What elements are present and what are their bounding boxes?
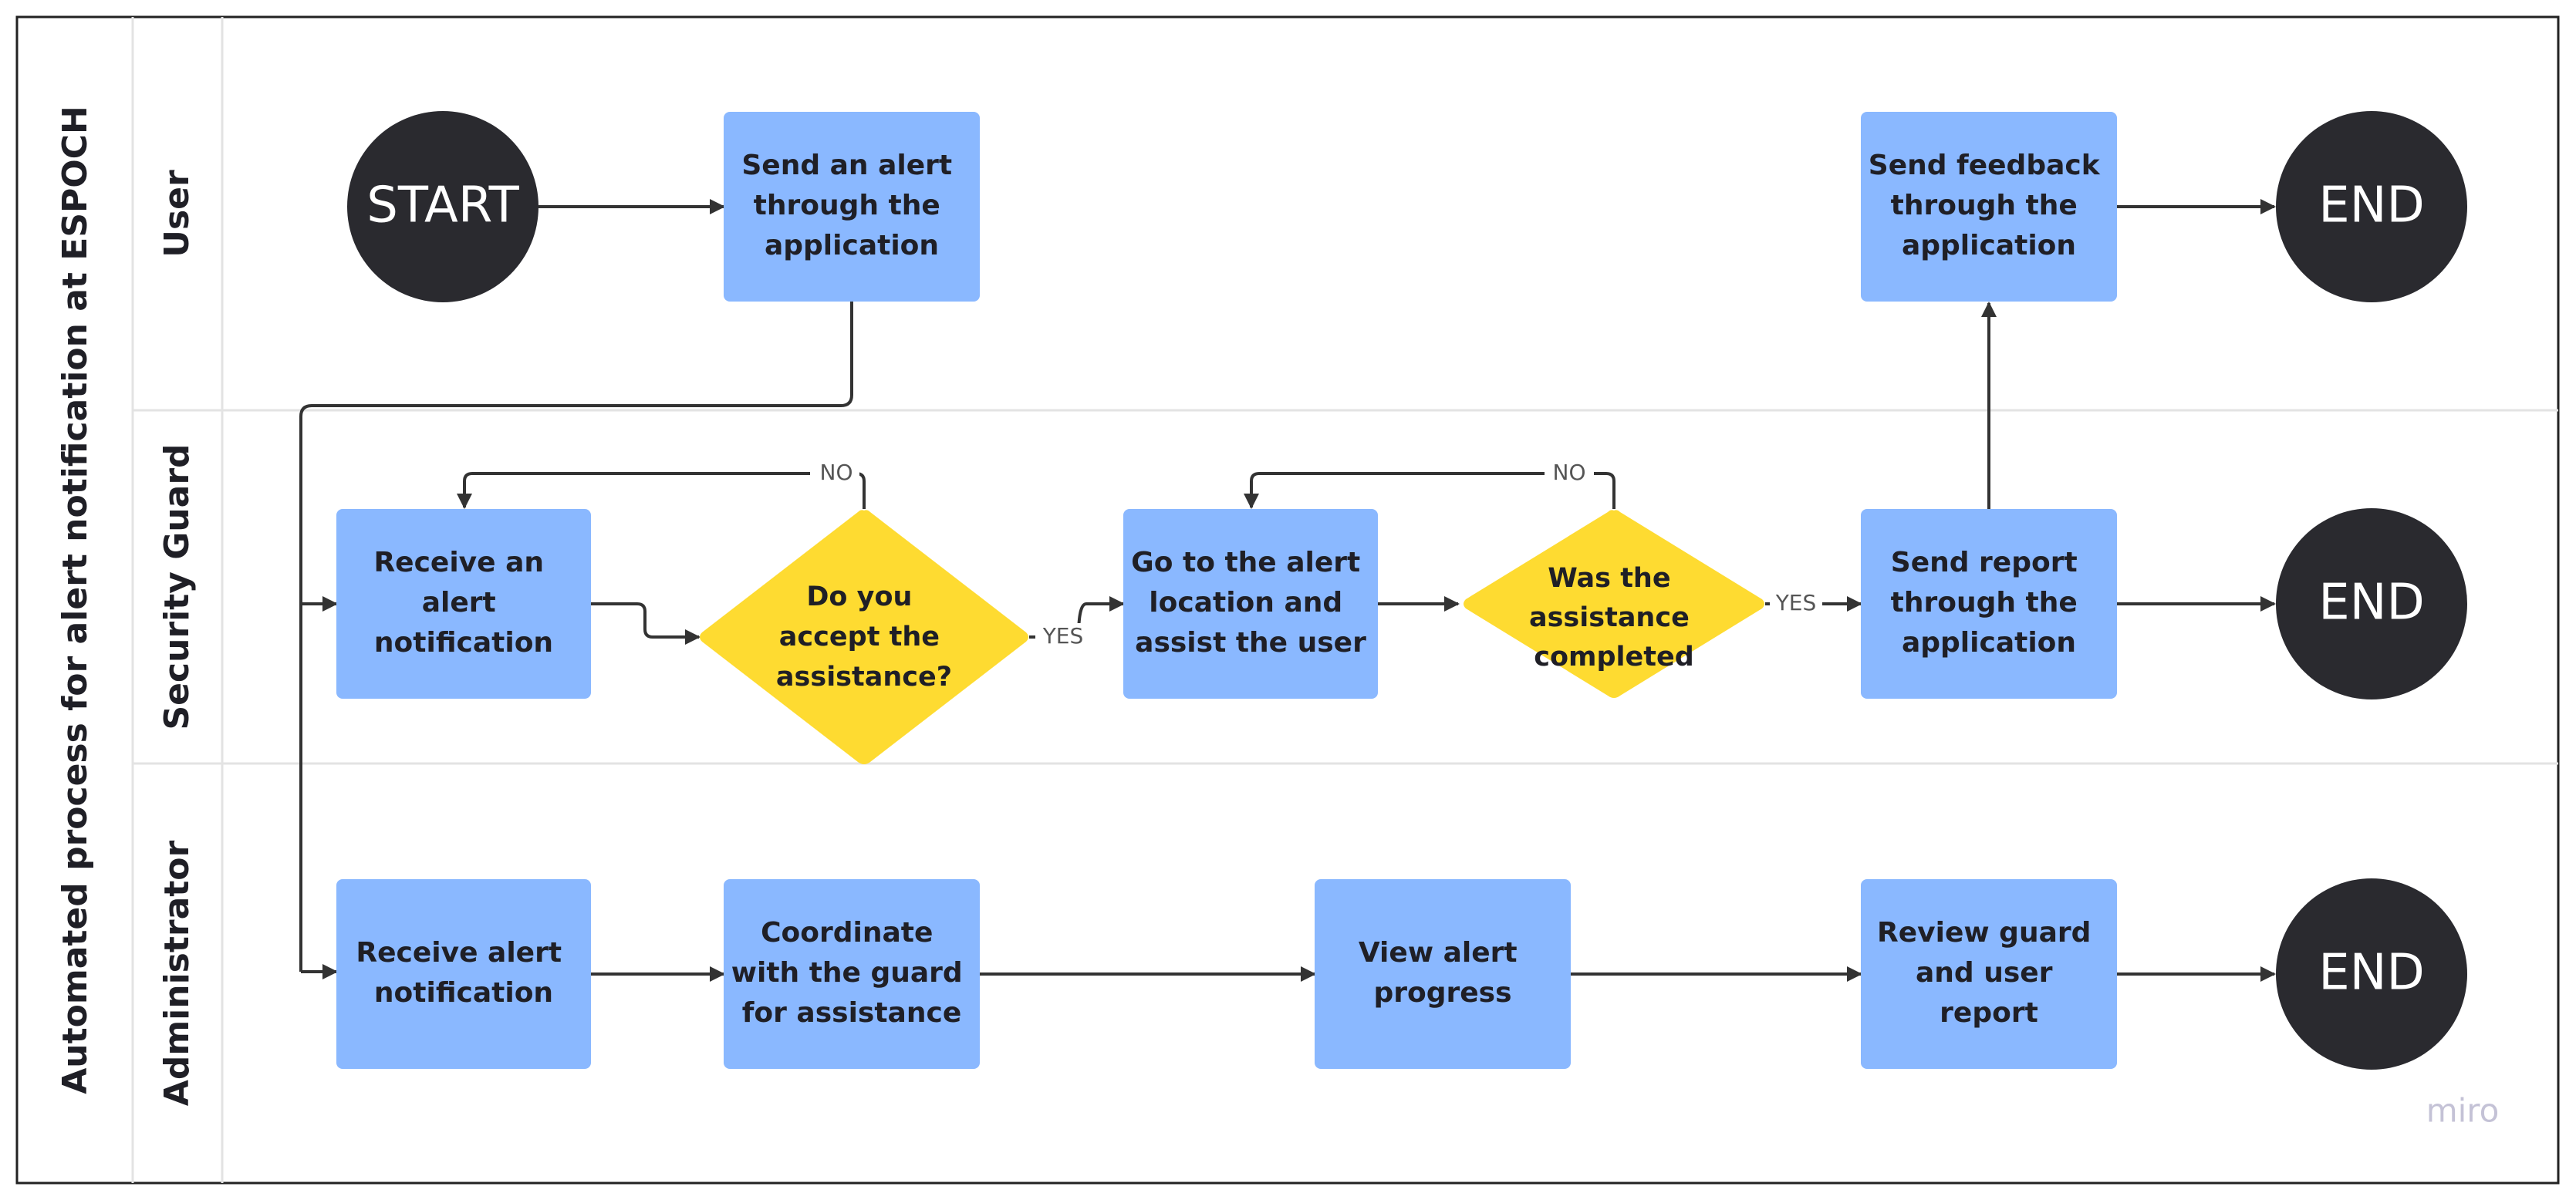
process-send-alert-line-2: through the xyxy=(754,190,940,221)
process-view-progress: View alert progress xyxy=(1315,879,1571,1069)
process-send-feedback: Send feedback through the application xyxy=(1861,112,2117,302)
edge-label-accept-yes: YES xyxy=(1042,623,1084,649)
terminal-end-user-label: END xyxy=(2318,177,2425,234)
process-receive-alert-guard-line-2: alert xyxy=(422,587,496,619)
decision-completed-line-2: assistance xyxy=(1529,602,1690,633)
decision-completed-line-1: Was the xyxy=(1548,563,1670,594)
process-receive-alert-guard: Receive an alert notification xyxy=(336,509,591,699)
svg-text:Was the assistance: Was the assistance completed xyxy=(1529,563,1699,672)
process-coordinate-guard-line-1: Coordinate xyxy=(761,917,933,949)
svg-text:Receive an alert n: Receive an alert notification xyxy=(373,547,553,659)
svg-text:Coordinate with the guar: Coordinate with the guard for assistance xyxy=(731,917,973,1029)
terminal-end-admin-label: END xyxy=(2318,945,2425,1002)
terminal-end-guard-label: END xyxy=(2318,575,2425,632)
svg-text:Do you accept the: Do you accept the assistance? xyxy=(776,581,952,693)
process-go-to-location-line-2: location and xyxy=(1149,587,1342,619)
svg-text:Send feedback through th: Send feedback through the application xyxy=(1869,150,2109,261)
process-go-to-location-line-3: assist the user xyxy=(1135,627,1366,659)
process-view-progress-line-2: progress xyxy=(1373,977,1511,1009)
edge-accept-no-loop xyxy=(457,472,866,509)
process-coordinate-guard-line-3: for assistance xyxy=(742,997,961,1029)
process-coordinate-guard: Coordinate with the guard for assistance xyxy=(724,879,980,1069)
decision-accept-line-3: assistance? xyxy=(776,662,952,693)
lane-label-administrator: Administrator xyxy=(157,840,197,1106)
decision-accept-assistance: Do you accept the assistance? xyxy=(700,510,1028,764)
process-review-report-line-1: Review guard xyxy=(1877,917,2091,949)
terminal-end-user: END xyxy=(2276,111,2467,302)
edge-completed-no-loop xyxy=(1244,472,1615,509)
process-receive-alert-admin-line-1: Receive alert xyxy=(356,937,562,969)
svg-text:Receive alert notificati: Receive alert notification xyxy=(356,937,571,1009)
process-send-feedback-line-3: application xyxy=(1902,230,2076,261)
edge-receive-to-accept xyxy=(591,602,701,645)
decision-assistance-completed: Was the assistance completed xyxy=(1464,510,1764,698)
edge-label-accept-no: NO xyxy=(820,460,853,485)
diagram-title: Automated process for alert notification… xyxy=(56,106,95,1094)
process-receive-alert-guard-line-3: notification xyxy=(374,627,553,659)
svg-text:Send an alert through th: Send an alert through the application xyxy=(741,150,961,261)
process-coordinate-guard-line-2: with the guard xyxy=(731,957,963,989)
svg-text:Review guard and user: Review guard and user report xyxy=(1877,917,2101,1029)
process-send-report-line-3: application xyxy=(1902,627,2076,659)
process-go-to-location-line-1: Go to the alert xyxy=(1131,547,1360,578)
terminal-start: START xyxy=(347,111,538,302)
decision-accept-line-2: accept the xyxy=(779,622,940,652)
process-send-feedback-line-2: through the xyxy=(1891,190,2078,221)
process-review-report-line-3: report xyxy=(1940,997,2038,1029)
process-review-report-line-2: and user xyxy=(1916,957,2053,989)
lane-label-security-guard: Security Guard xyxy=(157,443,197,730)
process-send-report: Send report through the application xyxy=(1861,509,2117,699)
process-receive-alert-guard-line-1: Receive an xyxy=(373,547,544,578)
process-send-feedback-line-1: Send feedback xyxy=(1869,150,2101,181)
process-receive-alert-admin-line-2: notification xyxy=(374,977,553,1009)
svg-text:Send report through the: Send report through the application xyxy=(1891,547,2088,659)
svg-text:Go to the alert location: Go to the alert location and assist the … xyxy=(1131,547,1370,659)
decision-accept-line-1: Do you xyxy=(806,581,912,612)
edge-send-alert-to-lanes xyxy=(299,302,853,972)
svg-text:View alert progress: View alert progress xyxy=(1359,937,1527,1009)
process-send-alert-line-3: application xyxy=(765,230,939,261)
edges xyxy=(299,199,2276,982)
lane-label-user: User xyxy=(157,170,197,258)
terminal-end-admin: END xyxy=(2276,878,2467,1070)
terminal-end-guard: END xyxy=(2276,508,2467,699)
process-review-report: Review guard and user report xyxy=(1861,879,2117,1069)
process-go-to-location: Go to the alert location and assist the … xyxy=(1123,509,1378,699)
process-receive-alert-admin: Receive alert notification xyxy=(336,879,591,1069)
process-send-report-line-2: through the xyxy=(1891,587,2078,619)
edge-label-completed-yes: YES xyxy=(1775,590,1817,615)
process-send-alert-line-1: Send an alert xyxy=(741,150,952,181)
miro-watermark: miro xyxy=(2426,1092,2500,1130)
edge-label-completed-no: NO xyxy=(1553,460,1586,485)
decision-completed-line-3: completed xyxy=(1534,642,1694,672)
process-send-alert: Send an alert through the application xyxy=(724,112,980,302)
terminal-start-label: START xyxy=(366,177,519,234)
process-view-progress-line-1: View alert xyxy=(1359,937,1518,969)
process-send-report-line-1: Send report xyxy=(1891,547,2078,578)
edge-labels: NO YES NO YES xyxy=(810,460,1822,651)
